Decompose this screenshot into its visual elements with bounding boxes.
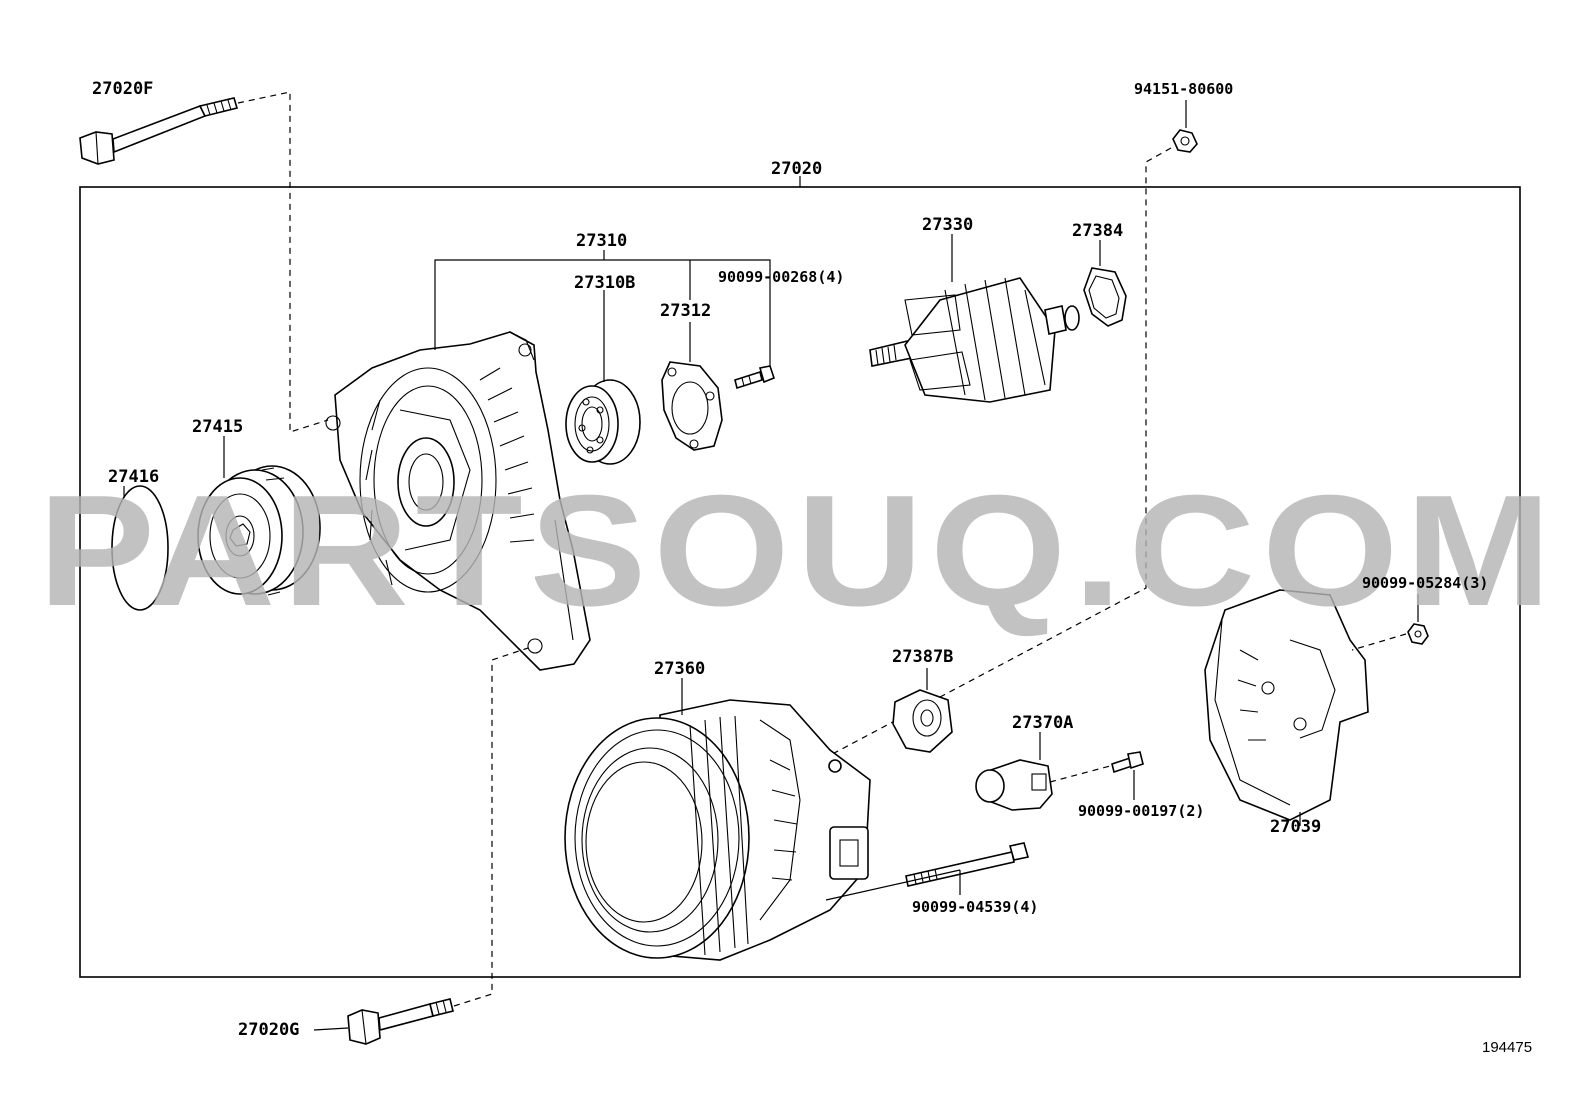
rear-cover-27039-drawing[interactable] [1204, 589, 1369, 821]
retainer-plate-27312-drawing[interactable] [661, 361, 723, 451]
brush-holder-27387b-drawing[interactable] [892, 689, 953, 753]
label-27330: 27330 [922, 215, 973, 235]
bolt-27020g-drawing[interactable] [347, 998, 454, 1045]
label-27370a: 27370A [1012, 713, 1073, 733]
label-90099-04539: 90099-04539(4) [912, 898, 1038, 916]
label-90099-00197: 90099-00197(2) [1078, 802, 1204, 820]
label-90099-00268: 90099-00268(4) [718, 268, 844, 286]
label-27416: 27416 [108, 467, 159, 487]
nut-90099-05284-drawing[interactable] [1407, 623, 1429, 645]
reference-number: 194475 [1482, 1039, 1532, 1056]
watermark: PARTSOUQ.COM [38, 463, 1558, 639]
label-90099-05284: 90099-05284(3) [1362, 574, 1488, 592]
nut-94151-drawing[interactable] [1172, 129, 1198, 153]
label-27020g: 27020G [238, 1020, 299, 1040]
stator-housing-27360-drawing[interactable] [564, 699, 871, 961]
screw-90099-00268-drawing[interactable] [734, 365, 775, 390]
gasket-27384-drawing[interactable] [1083, 267, 1127, 327]
label-27312: 27312 [660, 301, 711, 321]
label-94151-80600: 94151-80600 [1134, 80, 1233, 98]
label-27384: 27384 [1072, 221, 1123, 241]
pulley-27415-drawing[interactable] [197, 465, 321, 596]
label-27310: 27310 [576, 231, 627, 251]
bolt-27020f-drawing[interactable] [79, 97, 239, 165]
label-27387b: 27387B [892, 647, 953, 667]
bolt-90099-04539-drawing[interactable] [905, 842, 1030, 887]
cap-27416-drawing[interactable] [111, 485, 169, 611]
label-27415: 27415 [192, 417, 243, 437]
bearing-27310b-drawing[interactable] [565, 379, 641, 465]
screw-90099-00197-drawing[interactable] [1111, 751, 1144, 774]
regulator-27370a-drawing[interactable] [975, 759, 1053, 811]
drive-end-frame-drawing[interactable] [325, 331, 591, 671]
label-27020f: 27020F [92, 79, 153, 99]
label-27360: 27360 [654, 659, 705, 679]
rotor-27330-drawing[interactable] [869, 277, 1080, 403]
label-27310b: 27310B [574, 273, 635, 293]
label-27020: 27020 [771, 159, 822, 179]
label-27039: 27039 [1270, 817, 1321, 837]
